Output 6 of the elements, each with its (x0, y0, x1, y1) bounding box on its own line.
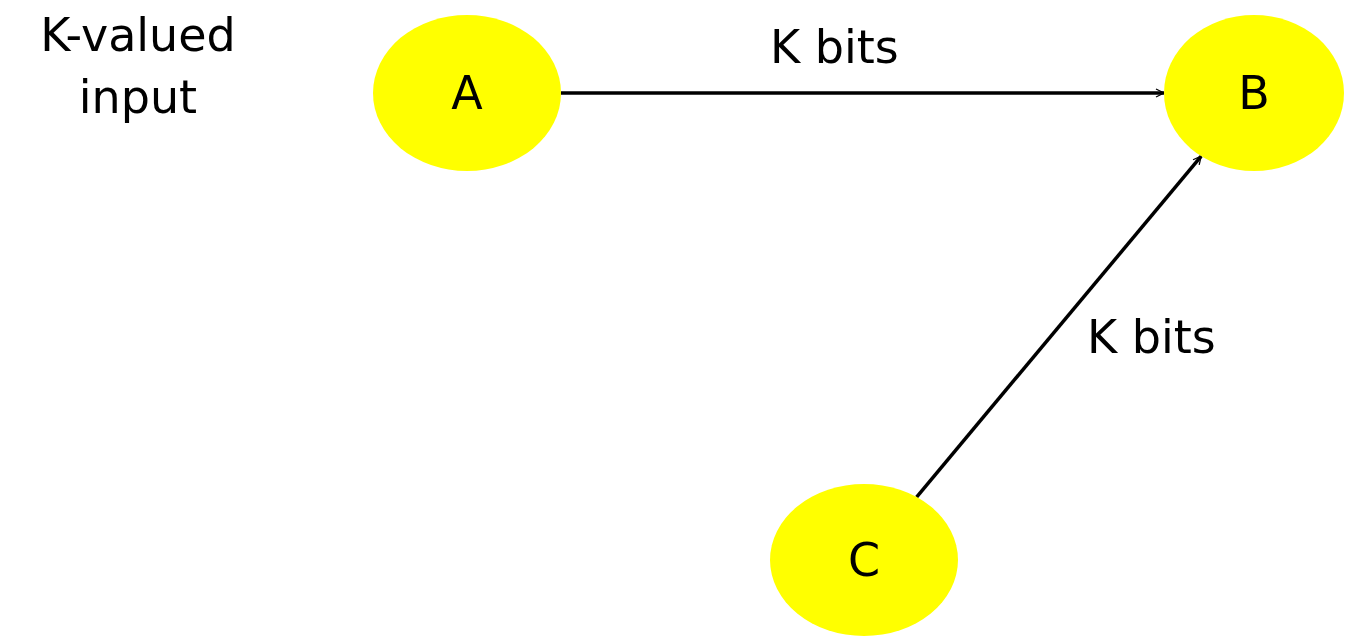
arrow (915, 155, 1203, 499)
node-label: A (451, 66, 483, 120)
node-label: C (847, 533, 881, 587)
node-label: B (1238, 66, 1270, 120)
input-label: K-valued input (39, 7, 237, 127)
arrow (561, 88, 1165, 98)
